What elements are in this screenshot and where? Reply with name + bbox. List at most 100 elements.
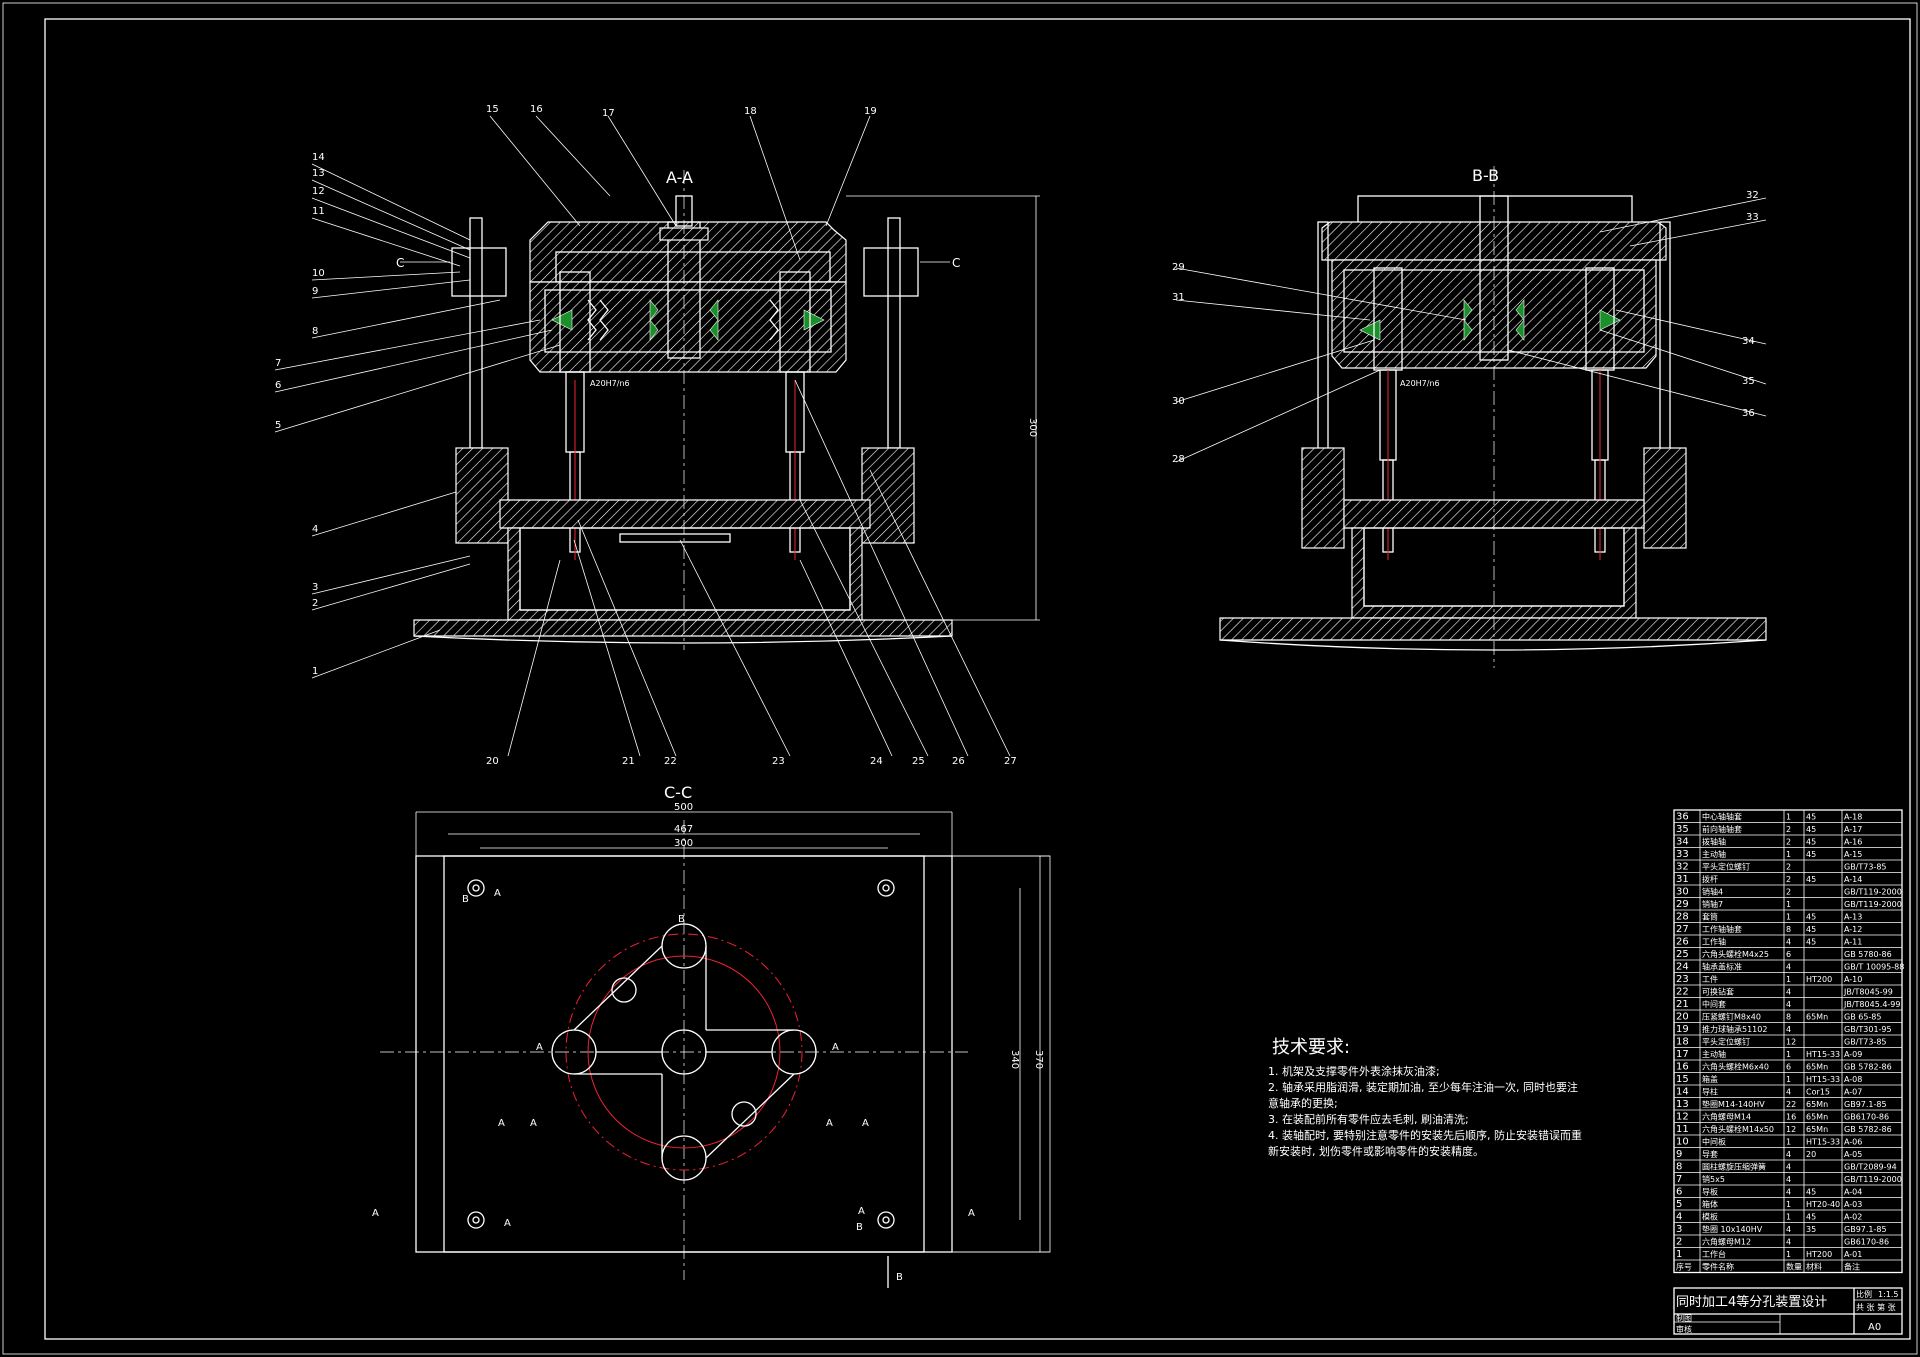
svg-text:B: B [678, 914, 685, 925]
bom-cell: 10 [1676, 1137, 1689, 1148]
bom-cell: 1 [1786, 1200, 1791, 1209]
bom-cell: GB 5780-86 [1844, 950, 1892, 959]
section-bb-view: B-B A20H7/n6 [1219, 166, 1767, 668]
aa-middle-plate [499, 499, 871, 529]
svg-text:18: 18 [744, 106, 757, 117]
svg-text:9: 9 [312, 286, 318, 297]
svg-text:4: 4 [312, 524, 318, 535]
section-aa-view: A-A A20H7/n6 C [396, 168, 1040, 650]
bom-cell: 4 [1786, 1238, 1791, 1247]
bom-cell: A-04 [1844, 1188, 1862, 1197]
bom-cell: 六角螺母M14 [1702, 1112, 1751, 1122]
bom-cell: HT200 [1806, 975, 1832, 984]
inner-border [44, 18, 1911, 1340]
bom-cell: 六角螺母M12 [1702, 1237, 1751, 1247]
bb-fit-label: A20H7/n6 [1400, 379, 1440, 388]
bom-cell: 14 [1676, 1087, 1689, 1098]
svg-text:35: 35 [1742, 376, 1755, 387]
aa-balloons-top: 15 16 17 18 19 [486, 104, 877, 261]
svg-text:10: 10 [312, 268, 325, 279]
bom-cell: A-18 [1844, 813, 1862, 822]
bom-cell: A-10 [1844, 975, 1862, 984]
svg-text:A: A [832, 1042, 839, 1053]
svg-text:A: A [862, 1118, 869, 1129]
svg-text:26: 26 [952, 756, 965, 767]
bom-header-cell: 备注 [1844, 1262, 1860, 1272]
aa-guide-post-right [887, 217, 901, 449]
bom-cell: 12 [1676, 1112, 1689, 1123]
bom-cell: 垫圈 10x140HV [1702, 1224, 1763, 1234]
bom-cell: JB/T8045.4-99 [1843, 1000, 1901, 1009]
bom-cell: 销轴7 [1702, 899, 1723, 909]
tech-item: 3. 在装配前所有零件应去毛刺, 刷油清洗; [1268, 1113, 1469, 1126]
svg-text:23: 23 [772, 756, 785, 767]
bom-frame [1673, 809, 1903, 1274]
bom-cell: GB/T 10095-88 [1844, 963, 1904, 972]
drawing-title: 同时加工4等分孔装置设计 [1676, 1294, 1827, 1310]
bom-cell: 箱盖 [1702, 1074, 1718, 1084]
bom-cell: 4 [1786, 963, 1791, 972]
bom-cell: 1 [1786, 1050, 1791, 1059]
bom-cell: 45 [1806, 825, 1816, 834]
cc-linkage [573, 945, 795, 1159]
bom-cell: 2 [1786, 888, 1791, 897]
bom-cell: 8 [1786, 925, 1791, 934]
bom-cell: 35 [1676, 824, 1689, 835]
bom-cell: 4 [1786, 1088, 1791, 1097]
bom-cell: GB/T73-85 [1844, 1038, 1887, 1047]
bom-cell: 导板 [1702, 1187, 1718, 1197]
bom-header-cell: 序号 [1676, 1262, 1692, 1272]
svg-text:28: 28 [1172, 454, 1185, 465]
bom-cell: 4 [1786, 1163, 1791, 1172]
svg-text:7: 7 [275, 358, 281, 369]
bom-cell: 中心轴轴套 [1702, 812, 1742, 822]
bom-cell: 20 [1806, 1150, 1816, 1159]
bom-cell: 4 [1676, 1212, 1682, 1223]
svg-text:3: 3 [312, 582, 318, 593]
bom-cell: 45 [1806, 838, 1816, 847]
aa-gear-left [649, 299, 659, 341]
bom-cell: 65Mn [1806, 1113, 1828, 1122]
bom-cell: 模板 [1702, 1212, 1718, 1222]
bom-cell: 12 [1786, 1125, 1796, 1134]
bb-base [1219, 617, 1767, 641]
bom-cell: 工作轴轴套 [1702, 924, 1742, 934]
svg-text:13: 13 [312, 168, 325, 179]
bom-cell: 套筒 [1702, 912, 1718, 922]
tech-item: 1. 机架及支撑零件外表涂抹灰油漆; [1268, 1065, 1440, 1078]
aa-gear-box [529, 281, 847, 373]
bom-cell: GB 5782-86 [1844, 1125, 1892, 1134]
section-cc-view: C-C 500 467 300 340 370 [372, 783, 1051, 1288]
bom-cell: 1 [1786, 1075, 1791, 1084]
svg-text:A0: A0 [1868, 1322, 1881, 1333]
bom-cell: 65Mn [1806, 1013, 1828, 1022]
bom-cell: 18 [1676, 1037, 1689, 1048]
bom-cell: A-08 [1844, 1075, 1862, 1084]
svg-text:30: 30 [1172, 396, 1185, 407]
svg-text:A: A [494, 888, 501, 899]
bom-cell: 平头定位螺钉 [1702, 862, 1750, 872]
bom-cell: A-05 [1844, 1150, 1862, 1159]
bom-cell: 19 [1676, 1024, 1689, 1035]
bom-cell: 45 [1806, 875, 1816, 884]
svg-text:A: A [968, 1208, 975, 1219]
tech-title: 技术要求: [1272, 1037, 1351, 1058]
svg-text:12: 12 [312, 186, 325, 197]
svg-text:共 张 第 张: 共 张 第 张 [1856, 1302, 1896, 1312]
svg-text:300: 300 [674, 838, 693, 849]
bom-cell: 36 [1676, 812, 1689, 823]
aa-fit-label: A20H7/n6 [590, 379, 630, 388]
bom-cell: A-09 [1844, 1050, 1862, 1059]
bom-cell: 32 [1676, 862, 1689, 873]
bb-bushing-right [1643, 447, 1687, 549]
bom-cell: 六角头螺栓M14x50 [1702, 1124, 1774, 1134]
svg-text:31: 31 [1172, 292, 1185, 303]
svg-text:467: 467 [674, 824, 693, 835]
bom-cell: 工作台 [1702, 1249, 1726, 1259]
bom-cell: 六角头螺栓M6x40 [1702, 1062, 1769, 1072]
bom-cell: HT200 [1806, 1250, 1832, 1259]
bom-cell: 7 [1676, 1174, 1682, 1185]
svg-text:审核: 审核 [1676, 1324, 1692, 1334]
aa-gear-right [709, 299, 719, 341]
bom-cell: GB/T73-85 [1844, 863, 1887, 872]
